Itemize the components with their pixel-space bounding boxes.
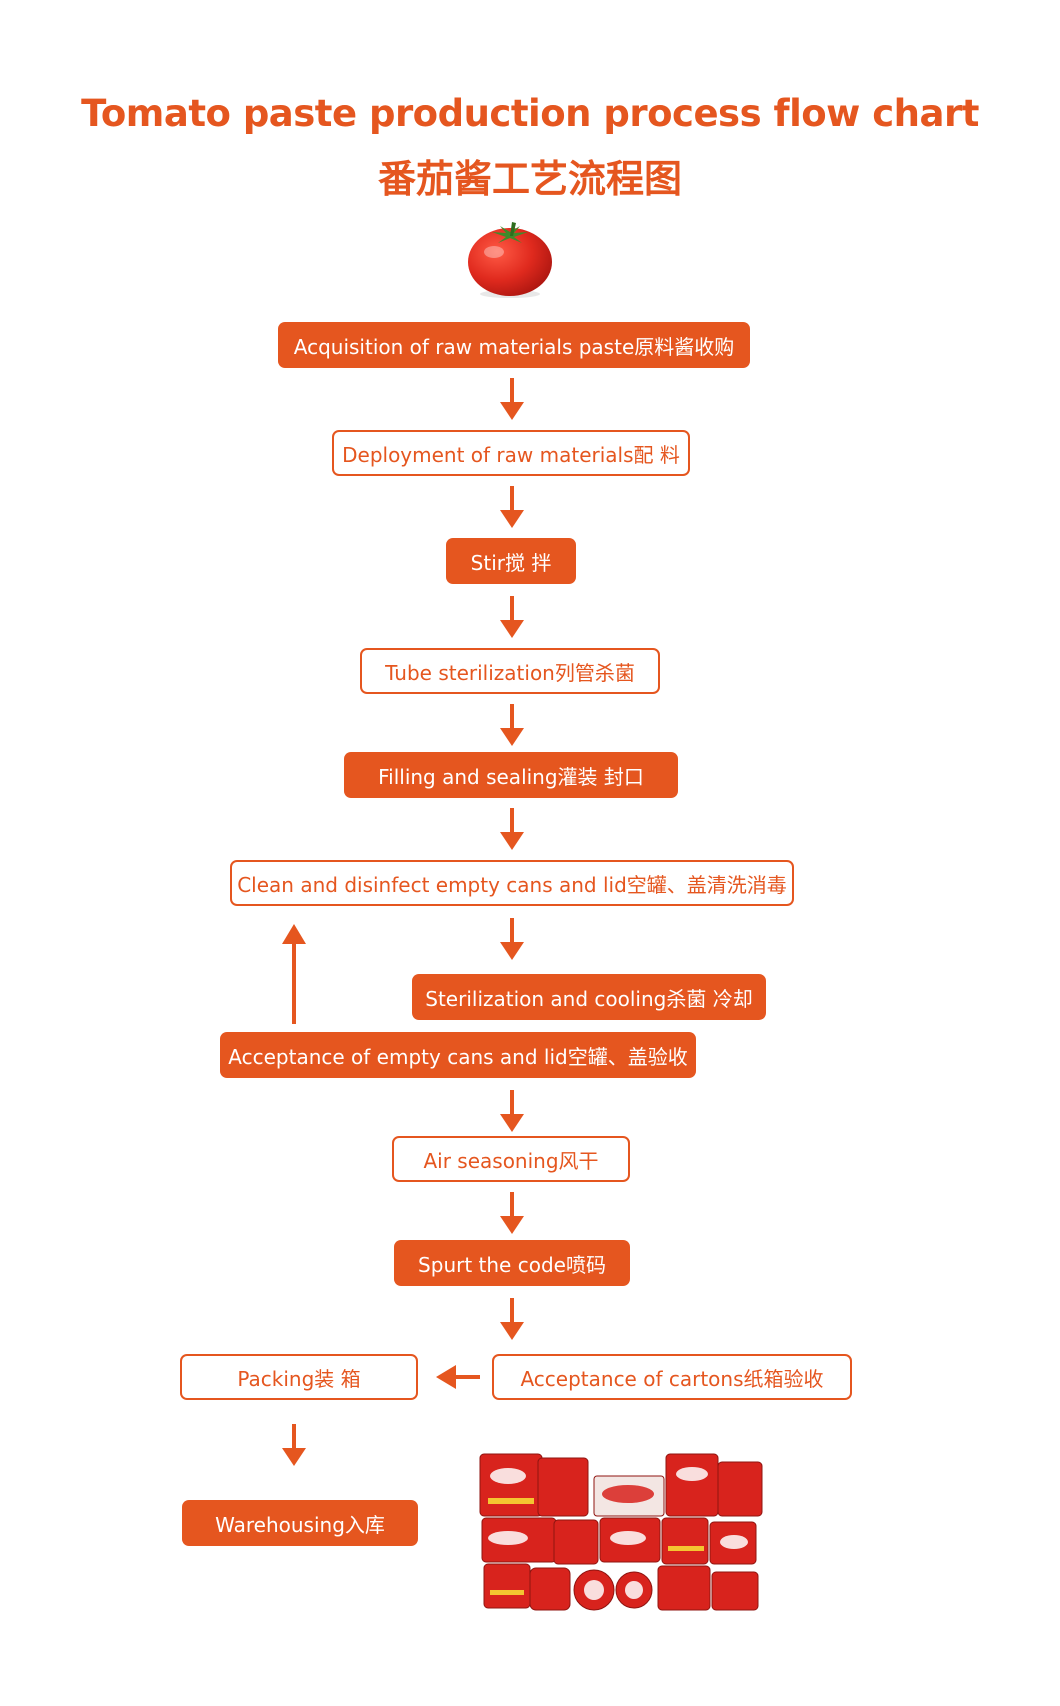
arrow-down-icon [500, 378, 524, 420]
step-acceptance-cartons: Acceptance of cartons纸箱验收 [492, 1354, 852, 1400]
product-cans-image [479, 1453, 763, 1611]
step-filling-sealing: Filling and sealing灌装 封口 [344, 752, 678, 798]
arrow-down-icon [500, 596, 524, 638]
arrow-down-icon [500, 486, 524, 528]
arrow-down-icon [500, 1090, 524, 1132]
step-spurt-code: Spurt the code喷码 [394, 1240, 630, 1286]
arrow-down-icon [500, 918, 524, 960]
step-warehousing: Warehousing入库 [182, 1500, 418, 1546]
step-clean-disinfect: Clean and disinfect empty cans and lid空罐… [230, 860, 794, 906]
step-acceptance-cans: Acceptance of empty cans and lid空罐、盖验收 [220, 1032, 696, 1078]
arrow-down-icon [500, 808, 524, 850]
step-acquisition: Acquisition of raw materials paste原料酱收购 [278, 322, 750, 368]
arrow-down-icon [282, 1424, 306, 1466]
arrow-down-icon [500, 1298, 524, 1340]
arrow-up-icon [282, 924, 306, 1024]
arrow-down-icon [500, 1192, 524, 1234]
step-deployment: Deployment of raw materials配 料 [332, 430, 690, 476]
arrow-down-icon [500, 704, 524, 746]
step-tube-sterilization: Tube sterilization列管杀菌 [360, 648, 660, 694]
step-packing: Packing装 箱 [180, 1354, 418, 1400]
tomato-icon [468, 222, 552, 298]
step-air-seasoning: Air seasoning风干 [392, 1136, 630, 1182]
step-sterilization-cooling: Sterilization and cooling杀菌 冷却 [412, 974, 766, 1020]
step-stir: Stir搅 拌 [446, 538, 576, 584]
title-english: Tomato paste production process flow cha… [81, 92, 979, 135]
arrow-left-icon [436, 1365, 480, 1389]
title-chinese: 番茄酱工艺流程图 [377, 157, 682, 201]
